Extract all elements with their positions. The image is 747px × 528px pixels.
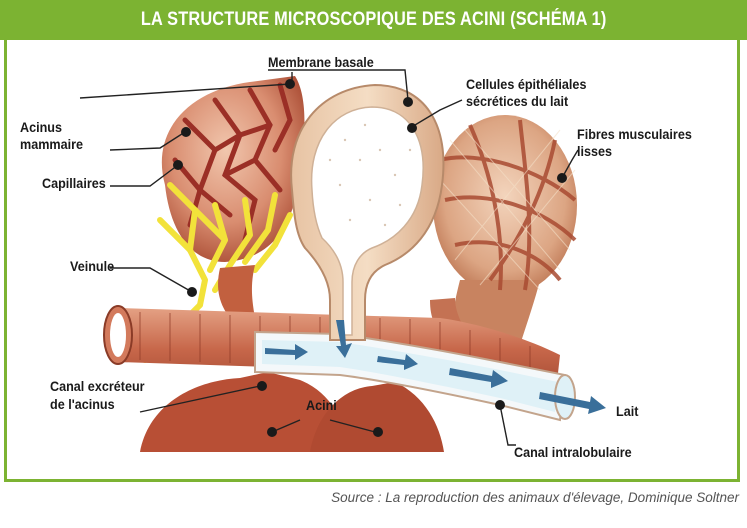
label-veinule: Veinule [70, 258, 115, 274]
label-fibres-line1: Fibres musculaires [577, 126, 692, 142]
acinus-bottom-right [310, 382, 444, 452]
acinus-center-section [290, 83, 445, 341]
label-canal-excreteur-line2: de l'acinus [50, 396, 115, 412]
label-fibres-line2: lisses [577, 143, 613, 159]
leader-dots [173, 79, 567, 437]
leader-lines [79, 69, 579, 446]
flow-arrows [265, 320, 606, 414]
label-cellules-line2: sécrétices du lait [466, 93, 569, 109]
header-bar: LA STRUCTURE MICROSCOPIQUE DES ACINI (SC… [0, 0, 747, 40]
label-cellules-line1: Cellules épithéliales [466, 76, 587, 92]
label-capillaires: Capillaires [42, 175, 106, 191]
label-acinus-line1: Acinus [20, 119, 63, 135]
acinus-bottom-left [140, 372, 350, 452]
label-canal-intralobulaire: Canal intralobulaire [514, 444, 632, 460]
label-canal-excreteur-line1: Canal excréteur [50, 378, 145, 394]
canal-intralobulaire [254, 330, 576, 422]
label-lait: Lait [616, 403, 639, 419]
label-acini: Acini [306, 397, 337, 413]
source-credit: Source : La reproduction des animaux d'é… [331, 490, 739, 505]
label-membrane-basale: Membrane basale [268, 54, 374, 70]
label-acinus-line2: mammaire [20, 136, 84, 152]
diagram-title: LA STRUCTURE MICROSCOPIQUE DES ACINI (SC… [140, 9, 607, 30]
